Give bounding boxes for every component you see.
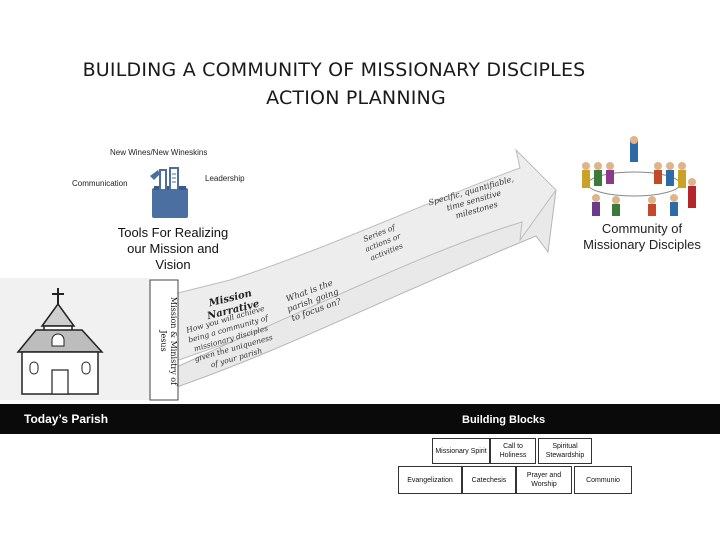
tools-heading: Tools For Realizing our Mission and Visi…	[117, 225, 229, 272]
community-label: Community of Missionary Disciples	[583, 221, 701, 252]
label-leadership: Leadership	[205, 174, 245, 183]
mission-ministry-label: Mission & Ministry of Jesus	[159, 296, 178, 386]
building-blocks-heading: Building Blocks	[462, 414, 546, 426]
toolbox-icon	[150, 167, 188, 218]
label-new-wines: New Wines/New Wineskins	[110, 148, 208, 157]
title-line2: ACTION PLANNING	[266, 87, 446, 109]
block-catechesis: Catechesis	[462, 466, 516, 494]
block-call-to-holiness: Call to Holiness	[490, 438, 536, 464]
title-line1: BUILDING A COMMUNITY OF MISSIONARY DISCI…	[82, 59, 586, 81]
label-communication: Communication	[72, 179, 128, 188]
block-communio: Communio	[574, 466, 632, 494]
block-missionary-spirit: Missionary Spirit	[432, 438, 490, 464]
block-evangelization: Evangelization	[398, 466, 462, 494]
block-prayer-and-worship: Prayer and Worship	[516, 466, 572, 494]
todays-parish-label: Today’s Parish	[24, 412, 109, 426]
church-icon	[16, 288, 104, 395]
people-gathering-icon	[582, 136, 696, 216]
block-spiritual-stewardship: Spiritual Stewardship	[538, 438, 592, 464]
bottom-band	[0, 404, 720, 434]
page-title: BUILDING A COMMUNITY OF MISSIONARY DISCI…	[0, 56, 720, 112]
